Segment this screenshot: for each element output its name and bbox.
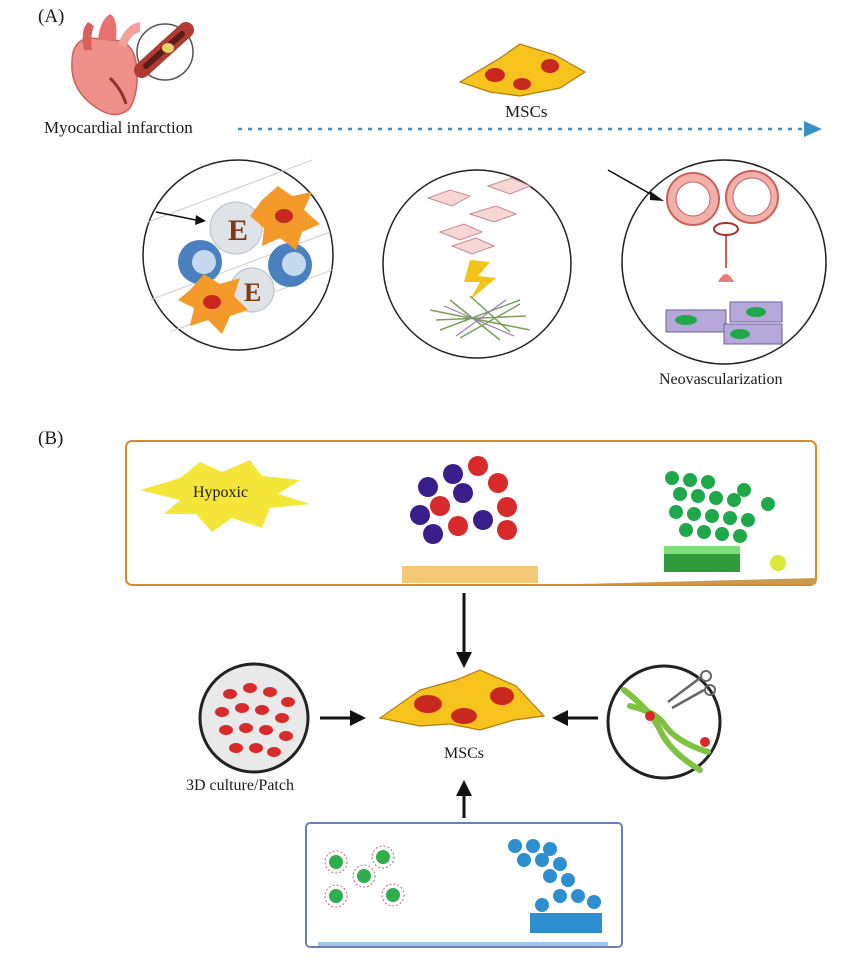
- myocardial-infarction-label: Myocardial infarction: [44, 118, 193, 137]
- biomaterial-box: [305, 822, 623, 948]
- virus-particles: [324, 845, 405, 908]
- purple-red-spheres: [410, 456, 517, 544]
- svg-text:E: E: [228, 214, 248, 247]
- heart-illustration: [71, 14, 140, 116]
- artery-inset: [134, 22, 194, 81]
- conditioning-box: [125, 440, 817, 586]
- blue-spheres: [508, 839, 601, 912]
- msc-cells-center: [378, 669, 546, 731]
- fibrosis-circle: [382, 169, 572, 359]
- msc-label-top: MSCs: [505, 102, 548, 121]
- panel-b-letter: (B): [38, 428, 64, 449]
- gene-editing-circle: [606, 664, 722, 780]
- neovascularization-label: Neovascularization: [659, 371, 783, 388]
- culture-sphere: [198, 662, 310, 774]
- msc-cells-top: [458, 43, 587, 97]
- green-spheres: [665, 471, 775, 543]
- msc-label-center: MSCs: [444, 745, 485, 762]
- inflammation-circle: E E: [142, 159, 334, 351]
- neovascularization-circle: [607, 159, 827, 365]
- svg-text:E: E: [244, 278, 261, 307]
- culture-label: 3D culture/Patch: [186, 777, 294, 794]
- panel-a-letter: (A): [38, 6, 65, 27]
- hypoxic-label: Hypoxic: [193, 484, 249, 501]
